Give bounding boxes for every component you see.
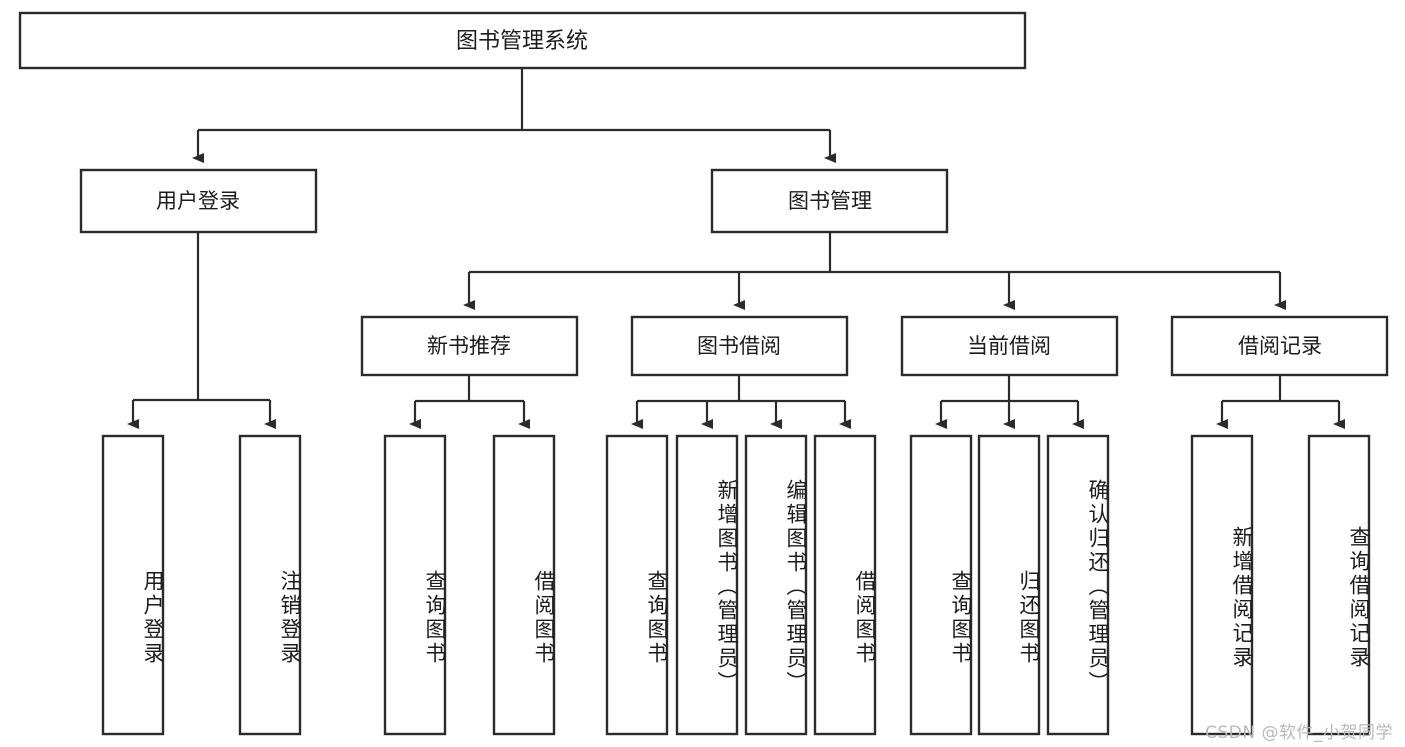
node-book-borrow[interactable]: 图书借阅 <box>630 315 849 377</box>
node-current-borrow[interactable]: 当前借阅 <box>900 315 1119 377</box>
leaf-box-user-login-2[interactable] <box>238 434 302 736</box>
root-label: 图书管理系统 <box>456 29 588 54</box>
leaf-boxes-book-borrow <box>605 434 877 736</box>
connector-group-current-borrow <box>935 375 1084 429</box>
new-book-recommend-box[interactable] <box>360 315 579 377</box>
connector-group-book-borrow <box>631 375 851 429</box>
borrow-record-box[interactable] <box>1170 315 1389 377</box>
leaf-box-book-borrow-4[interactable] <box>813 434 877 736</box>
user-login-box[interactable] <box>79 168 318 234</box>
current-borrow-box[interactable] <box>900 315 1119 377</box>
borrow-record-label: 借阅记录 <box>1238 334 1322 358</box>
leaf-boxes-user-login <box>101 434 302 736</box>
leaf-box-current-borrow-2[interactable] <box>977 434 1041 736</box>
book-borrow-box[interactable] <box>630 315 849 377</box>
leaf-box-book-borrow-3[interactable] <box>744 434 808 736</box>
user-login-label: 用户登录 <box>156 189 240 213</box>
leaf-box-borrow-record-1[interactable] <box>1190 434 1254 736</box>
root-box[interactable] <box>18 11 1027 70</box>
leaf-boxes-borrow-record <box>1190 434 1371 736</box>
leaf-boxes-current-borrow <box>909 434 1110 736</box>
connector-group-book-manage <box>463 232 1286 310</box>
node-user-login[interactable]: 用户登录 <box>79 168 318 234</box>
leaf-box-new-book-1[interactable] <box>383 434 447 736</box>
book-manage-label: 图书管理 <box>788 189 872 213</box>
connector-group-user-login <box>127 232 276 429</box>
node-root-system[interactable]: 图书管理系统 <box>18 11 1027 70</box>
connector-group-borrow-record <box>1216 375 1345 429</box>
node-borrow-record[interactable]: 借阅记录 <box>1170 315 1389 377</box>
csdn-watermark: CSDN @软件_小贺同学 <box>1205 723 1393 743</box>
leaf-box-current-borrow-3[interactable] <box>1046 434 1110 736</box>
connector-group-root <box>192 68 836 163</box>
connector-group-new-book <box>409 375 530 429</box>
leaf-boxes-new-book-recommend <box>383 434 556 736</box>
leaf-box-current-borrow-1[interactable] <box>909 434 973 736</box>
node-new-book-recommend[interactable]: 新书推荐 <box>360 315 579 377</box>
new-book-recommend-label: 新书推荐 <box>427 334 511 358</box>
book-manage-box[interactable] <box>710 168 949 234</box>
node-book-manage[interactable]: 图书管理 <box>710 168 949 234</box>
leaf-box-new-book-2[interactable] <box>492 434 556 736</box>
leaf-box-book-borrow-2[interactable] <box>675 434 739 736</box>
leaf-box-borrow-record-2[interactable] <box>1307 434 1371 736</box>
book-borrow-label: 图书借阅 <box>697 334 781 358</box>
current-borrow-label: 当前借阅 <box>967 334 1051 358</box>
leaf-box-book-borrow-1[interactable] <box>605 434 669 736</box>
leaf-box-user-login-1[interactable] <box>101 434 165 736</box>
